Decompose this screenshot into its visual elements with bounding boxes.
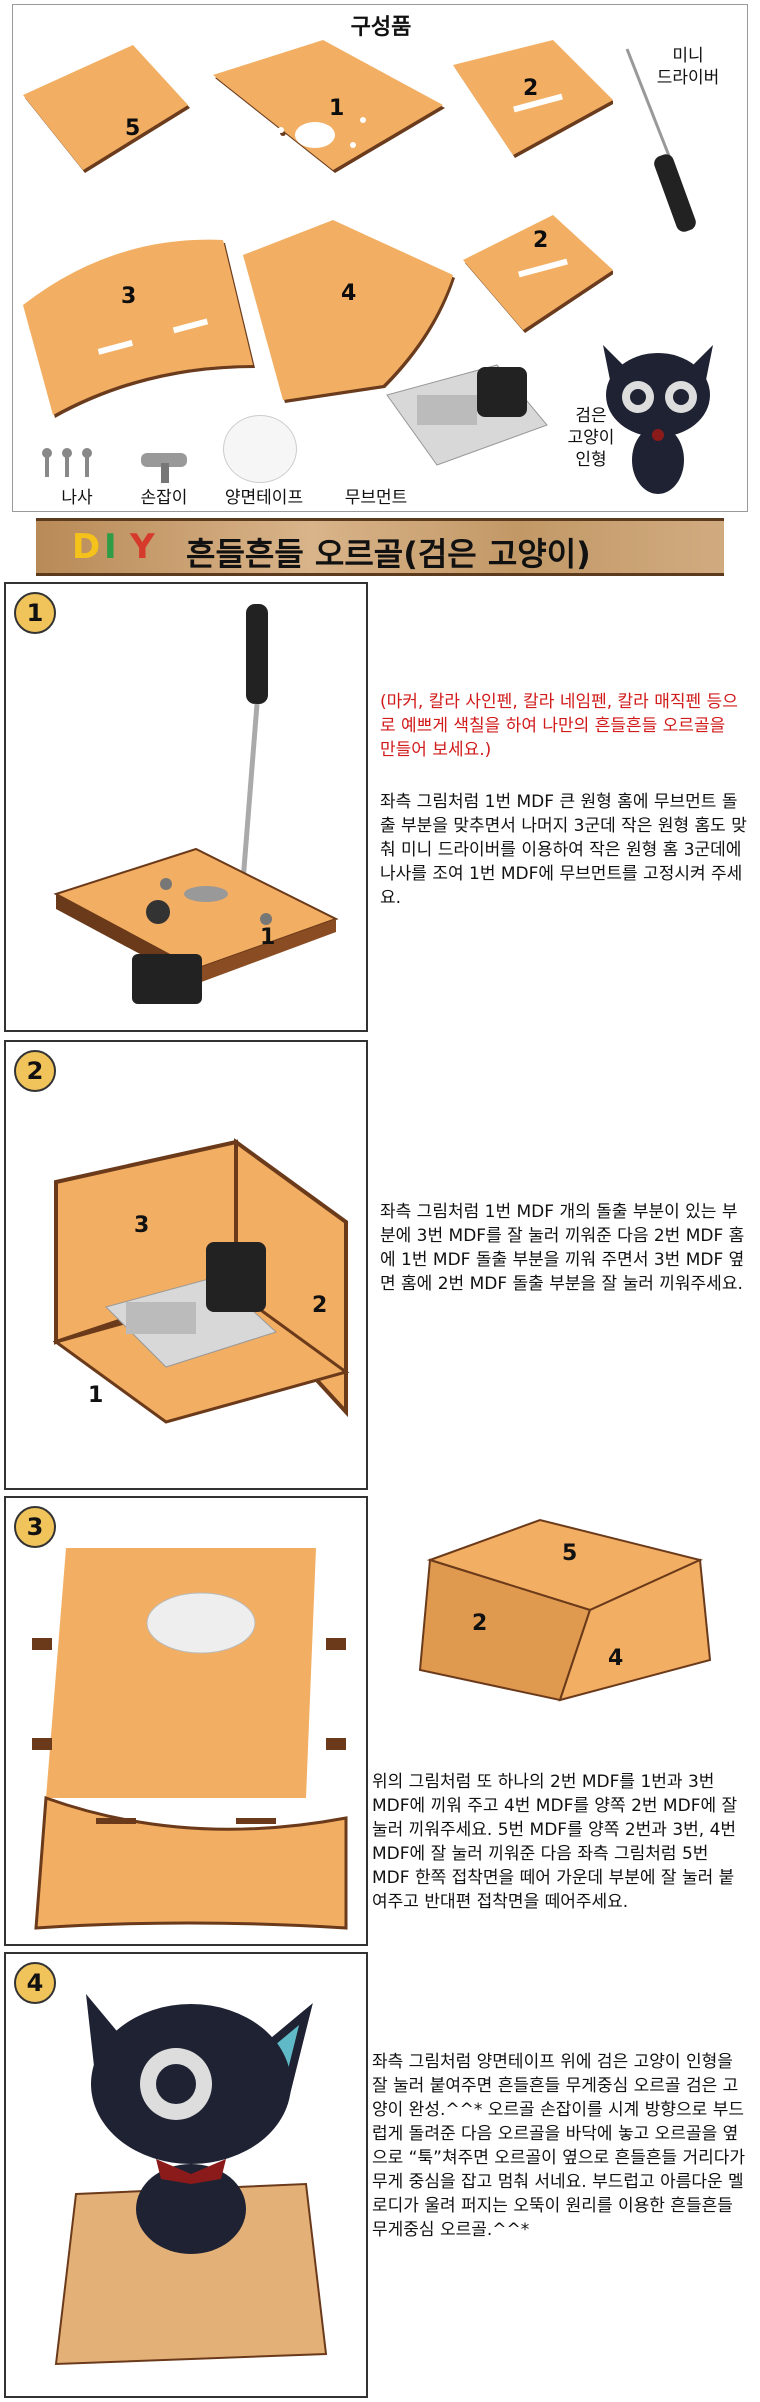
- mdf-pieces: 5 1 2 3 4: [23, 40, 613, 415]
- step-3-label-5: 5: [562, 1541, 577, 1566]
- step-1-panel: 1 1: [4, 582, 368, 1032]
- big-hole: [295, 122, 335, 148]
- step-2-illustration: 3 2 1: [52, 1138, 350, 1424]
- step-1-text: 좌측 그림처럼 1번 MDF 큰 원형 홈에 무브먼트 돌출 부분을 맞추면서 …: [380, 792, 747, 908]
- mdf-piece-5: 5: [23, 45, 188, 170]
- step-2-label-2: 2: [312, 1293, 327, 1318]
- tape-on-lid: [146, 1592, 256, 1654]
- diy-letter-i: I: [104, 527, 117, 567]
- handle-label: 손잡이: [140, 488, 188, 508]
- step-4-text: 좌측 그림처럼 양면테이프 위에 검은 고양이 인형을 잘 눌러 붙여주면 흔들…: [372, 2052, 746, 2240]
- screws-icon: [42, 448, 92, 477]
- piece-label-3: 3: [121, 284, 136, 309]
- screwdriver-label-line2: 드라이버: [656, 68, 720, 88]
- parts-title: 구성품: [350, 15, 412, 40]
- step-2-text: 좌측 그림처럼 1번 MDF 개의 돌출 부분이 있는 부분에 3번 MDF를 …: [380, 1202, 745, 1294]
- step-3-label-2: 2: [472, 1611, 487, 1636]
- mdf-piece-1: 1: [213, 40, 443, 170]
- step-1-label-1: 1: [260, 925, 275, 950]
- banner-title: 흔들흔들 오르골(검은 고양이): [186, 535, 591, 573]
- screw-label: 나사: [61, 488, 93, 508]
- mdf-piece-2-top: 2: [453, 40, 613, 155]
- cat-label-line1: 검은: [575, 406, 607, 426]
- cat-label: 검은 고양이 인형: [561, 405, 621, 471]
- screwdriver-label-line1: 미니: [672, 46, 704, 66]
- tape-icon: [223, 415, 297, 483]
- step-3-panel: 3: [4, 1496, 368, 1946]
- screwdriver-label: 미니 드라이버: [633, 45, 743, 89]
- step-3-number: 3: [14, 1506, 56, 1548]
- tape-label: 양면테이프: [224, 488, 304, 508]
- piece-label-4: 4: [341, 281, 356, 306]
- step-3-text: 위의 그림처럼 또 하나의 2번 MDF를 1번과 3번 MDF에 끼워 주고 …: [372, 1772, 738, 1912]
- step-1-illustration: 1: [53, 604, 339, 1004]
- step-4-number: 4: [14, 1962, 56, 2004]
- movement-label: 무브먼트: [344, 488, 408, 508]
- parts-panel: 구성품 5 1 2 3: [12, 4, 748, 512]
- music-movement-icon: [386, 364, 548, 466]
- step-1-note: (마커, 칼라 사인펜, 칼라 네임펜, 칼라 매직펜 등으로 예쁘게 색칠을 …: [380, 690, 746, 762]
- handle-icon: [141, 453, 187, 483]
- step-2-label-1: 1: [88, 1383, 103, 1408]
- diy-letter-y: Y: [130, 527, 155, 567]
- mdf-piece-2-right: 2: [463, 215, 613, 330]
- cat-label-line2: 고양이: [567, 428, 615, 448]
- step-2-number: 2: [14, 1050, 56, 1092]
- piece-label-5: 5: [125, 116, 140, 141]
- step-3-label-4: 4: [608, 1646, 623, 1671]
- screwdriver-icon: [625, 48, 696, 232]
- diy-letter-d: D: [72, 527, 101, 567]
- step-3-assembled-box: 5 2 4: [418, 1518, 712, 1702]
- step-4-illustration: [54, 1994, 328, 2366]
- step-2-panel: 2 3 2 1: [4, 1040, 368, 1490]
- step-1-note-text: (마커, 칼라 사인펜, 칼라 네임펜, 칼라 매직펜 등으로 예쁘게 색칠을 …: [380, 692, 738, 760]
- piece-label-2a: 2: [523, 76, 538, 101]
- mdf-piece-4: 4: [243, 220, 453, 400]
- mdf-piece-3: 3: [23, 239, 253, 415]
- step-2-label-3: 3: [134, 1213, 149, 1238]
- step-1-number: 1: [14, 592, 56, 634]
- piece-label-1: 1: [329, 96, 344, 121]
- title-banner: D I Y 흔들흔들 오르골(검은 고양이): [36, 518, 724, 576]
- black-cat-doll-icon: [603, 345, 713, 494]
- step-3-illustration: [32, 1548, 348, 1930]
- cat-label-line3: 인형: [575, 450, 607, 470]
- piece-label-2b: 2: [533, 228, 548, 253]
- step-4-panel: 4: [4, 1952, 368, 2398]
